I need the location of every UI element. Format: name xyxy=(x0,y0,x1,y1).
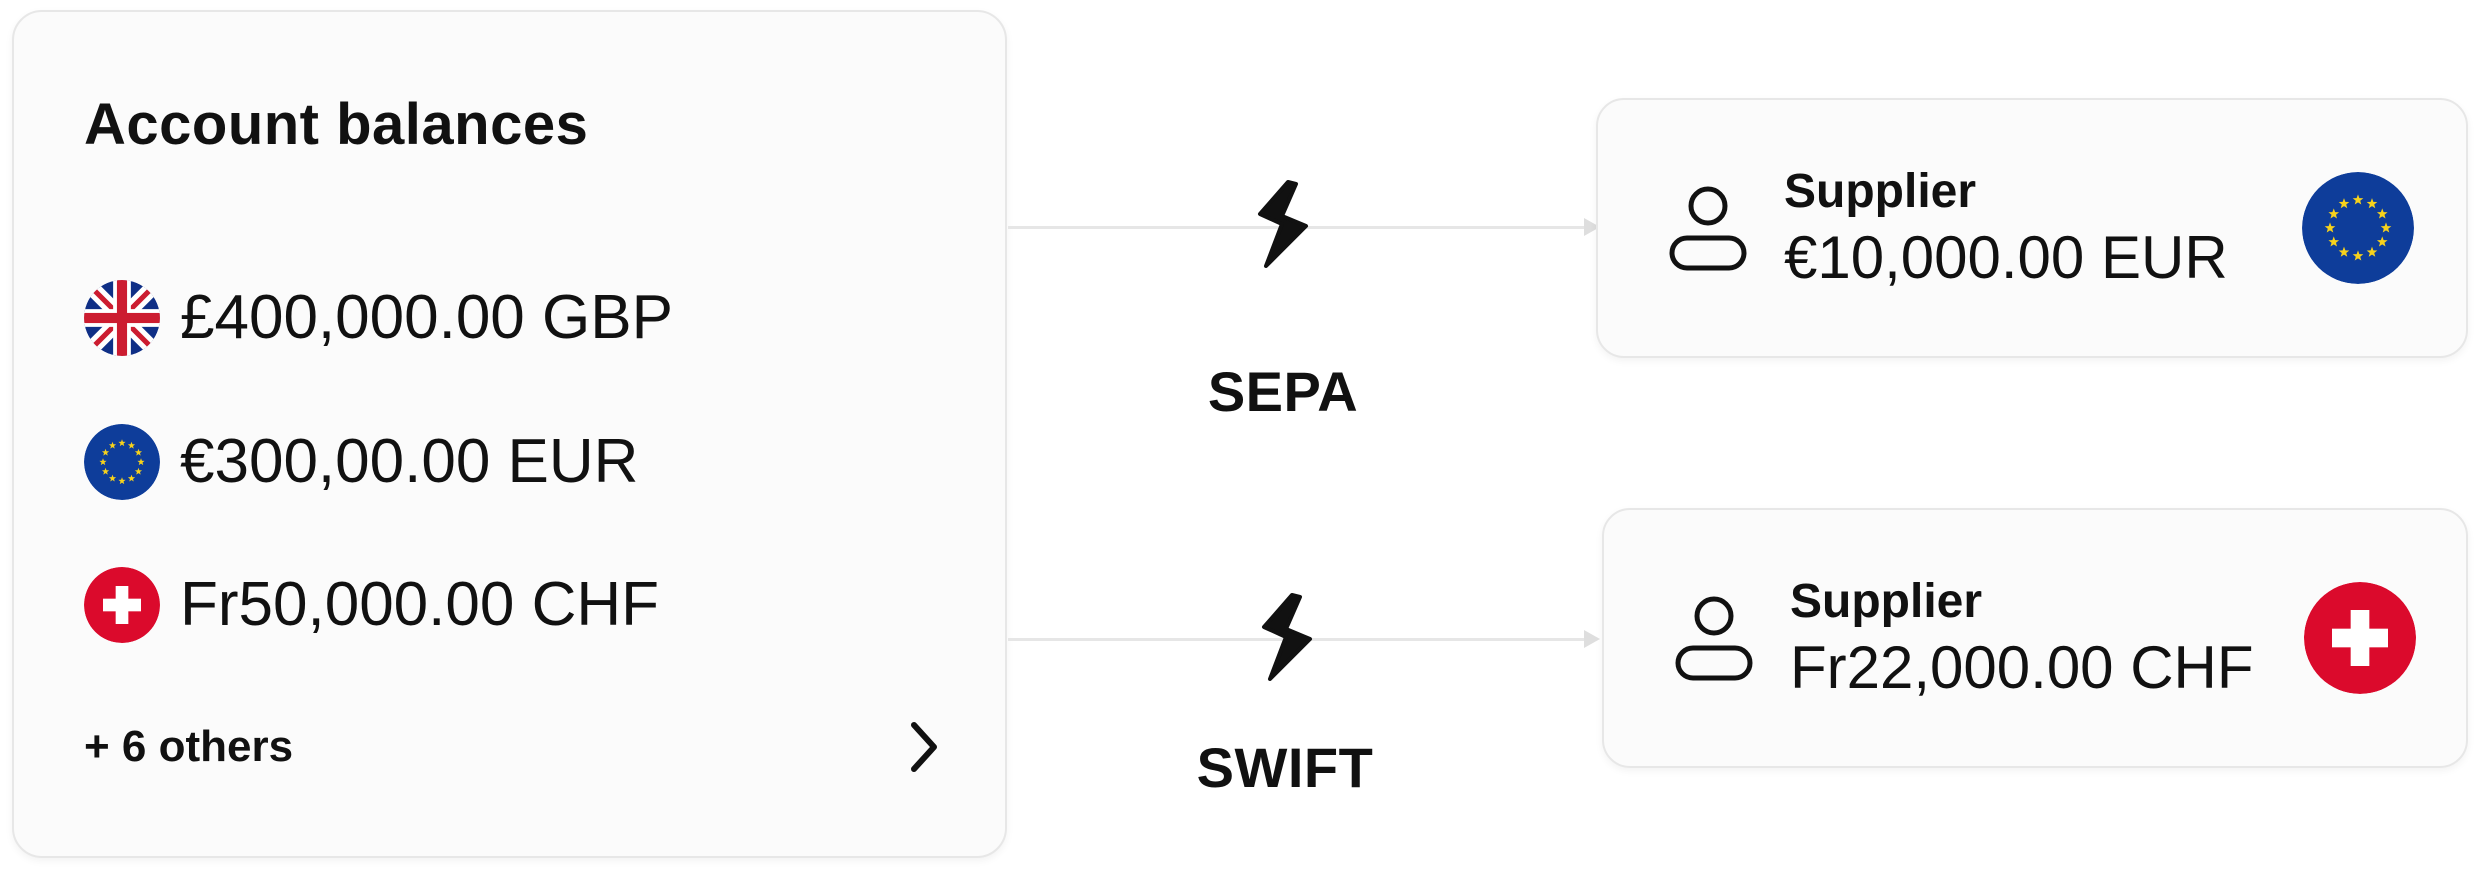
eu-star xyxy=(2328,208,2340,219)
rail-label-swift: SWIFT xyxy=(1196,736,1374,799)
eu-star xyxy=(101,467,110,475)
eu-star xyxy=(2352,250,2364,261)
swiss-flag-icon xyxy=(84,567,160,643)
person-icon xyxy=(1669,186,1747,271)
recipient-name: Supplier xyxy=(1784,165,1977,218)
eu-star xyxy=(127,441,136,449)
eu-star xyxy=(2366,198,2378,209)
recipient-amount: €10,000.00 EUR xyxy=(1784,224,2228,291)
rail-label-sepa: SEPA xyxy=(1207,360,1359,423)
lightning-bolt-icon xyxy=(1262,593,1312,681)
eu-star xyxy=(2338,246,2350,257)
recipient-card-eur[interactable]: Supplier €10,000.00 EUR xyxy=(1596,98,2468,358)
uk-flag-icon xyxy=(84,280,160,356)
eu-star xyxy=(2376,236,2388,247)
eu-star xyxy=(2366,246,2378,257)
eu-star xyxy=(2324,222,2336,233)
account-balances-card: Account balances £400,000.00 GBP xyxy=(12,10,1007,858)
arrow-head xyxy=(1584,630,1600,648)
eu-star xyxy=(127,474,136,482)
eu-star xyxy=(2376,208,2388,219)
eu-flag-icon xyxy=(84,424,160,500)
eu-star xyxy=(118,439,126,447)
recipient-name: Supplier xyxy=(1790,575,1983,628)
balance-row-gbp: £400,000.00 GBP xyxy=(84,280,673,356)
recipient-card-chf[interactable]: Supplier Fr22,000.00 CHF xyxy=(1602,508,2468,768)
eu-star xyxy=(108,441,117,449)
more-balances-link[interactable]: + 6 others xyxy=(84,712,944,782)
eu-star xyxy=(137,458,145,466)
eu-star xyxy=(2380,222,2392,233)
eu-star xyxy=(99,458,107,466)
eu-star xyxy=(134,467,143,475)
eu-star xyxy=(134,448,143,456)
recipient-amount: Fr22,000.00 CHF xyxy=(1790,634,2254,701)
eu-star xyxy=(2352,194,2364,205)
chevron-right-icon[interactable] xyxy=(904,719,944,775)
person-icon xyxy=(1675,596,1753,681)
eu-star xyxy=(2338,198,2350,209)
eu-flag-icon xyxy=(2302,172,2414,284)
eu-star xyxy=(108,474,117,482)
balance-amount: €300,00.00 EUR xyxy=(180,427,639,496)
balance-amount: Fr50,000.00 CHF xyxy=(180,570,659,639)
swiss-flag-icon xyxy=(2304,582,2416,694)
lightning-bolt-icon xyxy=(1258,180,1308,268)
balance-row-eur: €300,00.00 EUR xyxy=(84,424,638,500)
eu-star xyxy=(118,477,126,485)
eu-star xyxy=(101,448,110,456)
eu-star xyxy=(2328,236,2340,247)
balance-amount: £400,000.00 GBP xyxy=(180,283,673,352)
balance-row-chf: Fr50,000.00 CHF xyxy=(84,567,659,643)
card-title: Account balances xyxy=(84,92,589,157)
others-label: + 6 others xyxy=(84,722,294,771)
